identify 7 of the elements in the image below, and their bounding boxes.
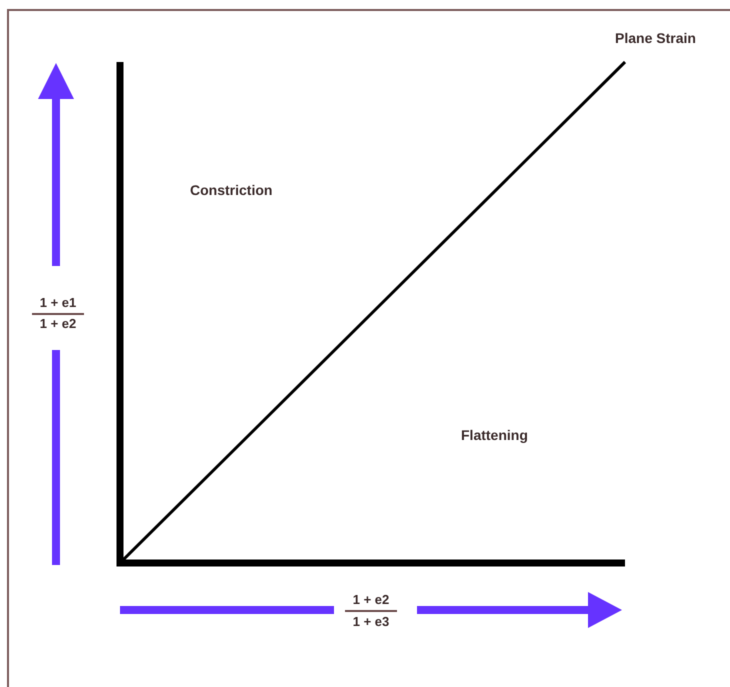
region-label: Constriction xyxy=(190,182,272,198)
region-label: Flattening xyxy=(461,427,528,443)
fraction-denominator: 1 + e3 xyxy=(352,614,390,630)
fraction-denominator: 1 + e2 xyxy=(38,316,78,332)
region-label: Plane Strain xyxy=(615,30,696,46)
fraction-numerator: 1 + e2 xyxy=(352,592,390,608)
fraction-numerator: 1 + e1 xyxy=(38,295,78,311)
